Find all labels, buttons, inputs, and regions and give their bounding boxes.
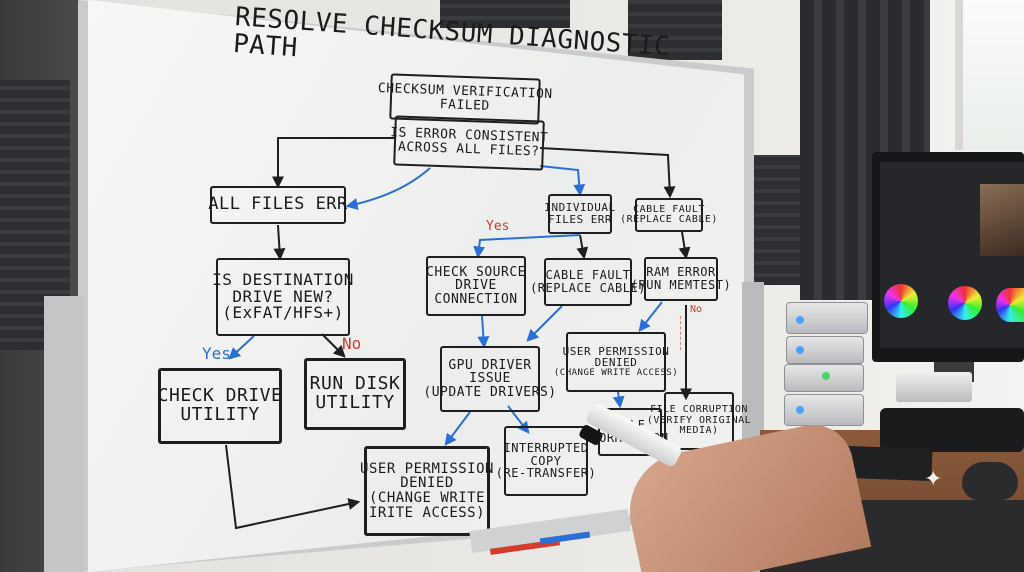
node-user-permission-right: USER PERMISSION DENIED (CHANGE WRITE ACC… (566, 332, 666, 392)
node-cable-fault-mid: CABLE FAULT (REPLACE CABLE) (544, 258, 632, 306)
node-check-drive-utility: CHECK DRIVE UTILITY (158, 368, 282, 444)
label-yes-mid: Yes (486, 219, 509, 234)
node-cable-fault-top: CABLE FAULT (REPLACE CABLE) (635, 198, 703, 232)
node-text: DENIED (400, 476, 454, 491)
node-text: ALL FILES ERR (208, 196, 348, 214)
node-text: CHECK SOURCE (426, 266, 526, 280)
node-run-disk-utility: RUN DISK UTILITY (304, 358, 406, 430)
label-yes-left: Yes (202, 344, 231, 363)
node-error-consistent: IS ERROR CONSISTENT ACROSS ALL FILES? (393, 115, 545, 170)
color-wheel-icon (884, 284, 918, 318)
status-led-icon (796, 316, 804, 324)
node-all-files-err: ALL FILES ERR (210, 186, 346, 224)
node-text: FAILED (440, 98, 490, 113)
label-no-left: No (342, 334, 361, 353)
node-check-source: CHECK SOURCE DRIVE CONNECTION (426, 256, 526, 316)
status-led-icon (796, 346, 804, 354)
status-led-icon (796, 406, 804, 414)
node-text: ACROSS ALL FILES? (398, 141, 540, 160)
node-user-permission-bottom: USER PERMISSION DENIED (CHANGE WRITE IRI… (364, 446, 490, 536)
node-text: INTERRUPTED (504, 442, 589, 455)
node-text: (CHANGE WRITE (369, 491, 485, 506)
node-text: (UPDATE DRIVERS) (423, 386, 556, 400)
node-text: UTILITY (180, 406, 259, 425)
video-preview (980, 184, 1024, 256)
node-text: ISSUE (469, 372, 511, 386)
node-text: (ExFAT/HFS+) (222, 305, 344, 322)
node-text: FILES ERR (548, 214, 612, 226)
control-panel (880, 408, 1024, 452)
node-text: UTILITY (315, 394, 394, 413)
node-text: (RUN MEMTEST) (631, 279, 731, 292)
node-text: (REPLACE CABLE) (620, 215, 718, 226)
status-led-icon (822, 372, 830, 380)
node-file-corruption: FILE CORRUPTION (VERIFY ORIGINAL MEDIA) (664, 392, 734, 450)
node-text: (CHANGE WRITE ACCESS) (554, 369, 678, 378)
node-individual-files-err: INDIVIDUAL FILES ERR (548, 194, 612, 234)
color-wheel-icon (948, 286, 982, 320)
node-text: DRIVE (455, 279, 497, 293)
node-text: USER PERMISSION (360, 462, 494, 477)
node-interrupted-copy: INTERRUPTED COPY (RE-TRANSFER) (504, 426, 588, 496)
sparkle-icon: ✦ (924, 468, 948, 492)
audio-interface (896, 372, 972, 402)
node-text: MEDIA) (679, 426, 718, 437)
color-wheel-icon (996, 288, 1024, 322)
red-scribble-note (680, 316, 733, 350)
node-text: (REPLACE CABLE) (530, 282, 646, 295)
node-destination-drive: IS DESTINATION DRIVE NEW? (ExFAT/HFS+) (216, 258, 350, 336)
node-text: CONNECTION (434, 293, 517, 307)
node-ram-error: RAM ERROR (RUN MEMTEST) (644, 257, 718, 301)
node-text: (RE-TRANSFER) (496, 467, 596, 480)
label-no-right: No (690, 304, 702, 315)
node-text: GPU DRIVER (448, 359, 531, 373)
node-text: IRITE ACCESS) (369, 506, 485, 521)
node-gpu-driver: GPU DRIVER ISSUE (UPDATE DRIVERS) (440, 346, 540, 412)
mouse (962, 462, 1018, 500)
